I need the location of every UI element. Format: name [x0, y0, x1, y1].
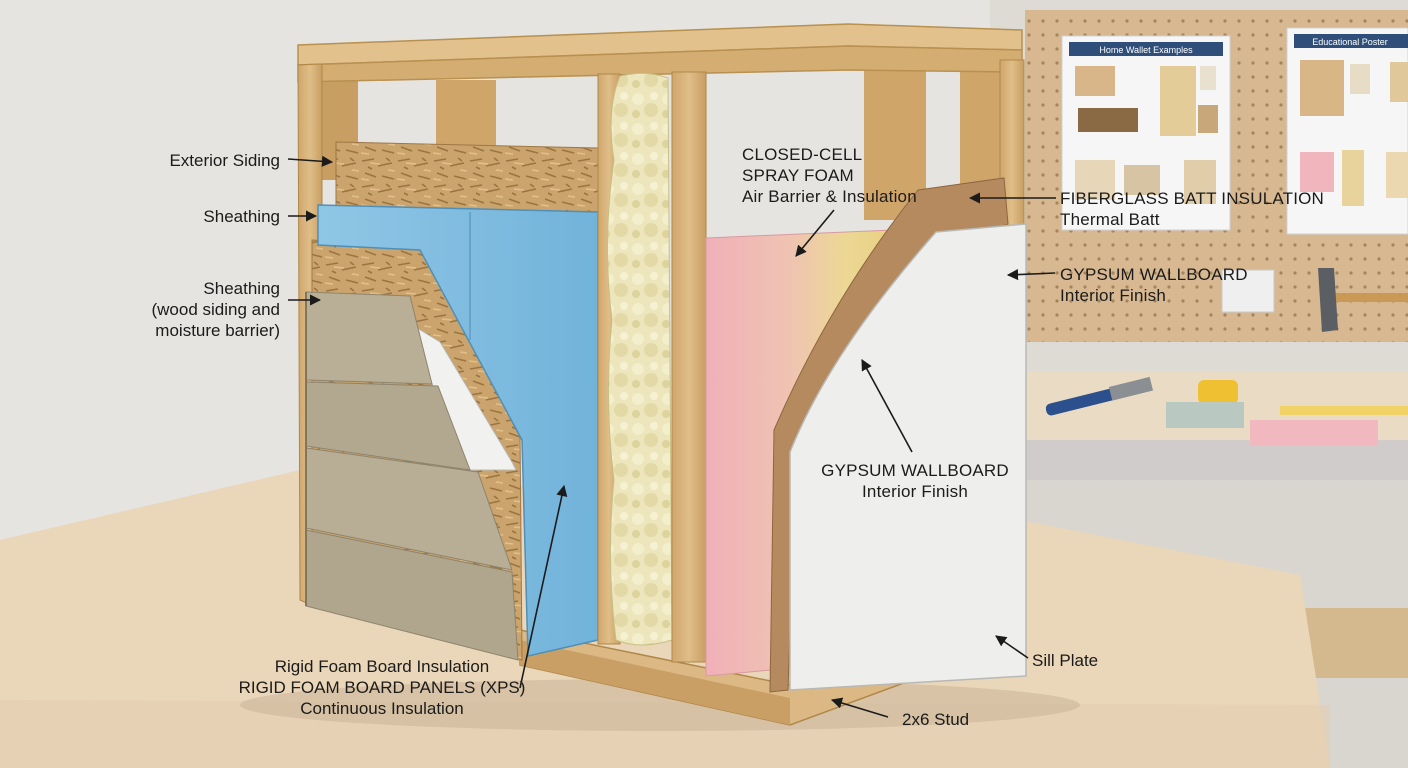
- gypsum-wallboard: [789, 223, 1027, 691]
- label-closed-cell-line3: Air Barrier & Insulation: [742, 187, 917, 206]
- label-gypsum-right-line2: Interior Finish: [1060, 286, 1166, 305]
- label-closed-cell-line2: SPRAY FOAM: [742, 166, 854, 185]
- label-gypsum-center-line2: Interior Finish: [862, 482, 968, 501]
- label-sheathing-detail-line3: moisture barrier): [155, 321, 280, 340]
- poster-left: Home Wallet Examples: [1061, 35, 1231, 231]
- label-sheathing-detail: Sheathing (wood siding and moisture barr…: [151, 278, 280, 341]
- leader-lines: [287, 155, 1056, 718]
- label-fiberglass-line2: Thermal Batt: [1060, 210, 1160, 229]
- label-rigid-foam-line3: Continuous Insulation: [300, 699, 464, 718]
- label-gypsum-right-line1: GYPSUM WALLBOARD: [1060, 265, 1248, 284]
- poster-left-title: Home Wallet Examples: [1099, 45, 1193, 55]
- label-sheathing-detail-line1: Sheathing: [203, 279, 280, 298]
- lap-siding: [305, 291, 519, 661]
- center-stud-right: [671, 71, 707, 663]
- label-rigid-foam-line1: Rigid Foam Board Insulation: [274, 657, 490, 676]
- label-sheathing-detail-line2: (wood siding and: [151, 300, 280, 319]
- label-gypsum-right: GYPSUM WALLBOARD Interior Finish: [1060, 264, 1248, 306]
- label-gypsum-center-line1: GYPSUM WALLBOARD: [821, 461, 1009, 480]
- label-sill-plate: Sill Plate: [1032, 651, 1099, 670]
- label-closed-cell-foam: CLOSED-CELL SPRAY FOAM Air Barrier & Ins…: [742, 144, 917, 207]
- osb-sheathing-upper: [335, 141, 599, 216]
- hammer-on-pegboard-icon: [1318, 268, 1408, 332]
- sill-plate-front: [520, 640, 790, 725]
- label-exterior-siding: Exterior Siding: [169, 151, 280, 170]
- pegboard-box: [1221, 269, 1275, 313]
- poster-right-title: Educational Poster: [1312, 37, 1388, 47]
- label-rigid-foam: Rigid Foam Board Insulation RIGID FOAM B…: [232, 656, 532, 719]
- workbench-apron: [1025, 440, 1408, 480]
- label-closed-cell-line1: CLOSED-CELL: [742, 145, 863, 164]
- label-fiberglass-line1: FIBERGLASS BATT INSULATION: [1060, 189, 1325, 208]
- closed-cell-spray-foam: [606, 72, 673, 646]
- label-sheathing: Sheathing: [203, 207, 280, 226]
- poster-right: Educational Poster: [1286, 27, 1408, 235]
- back-stud-2: [436, 80, 496, 150]
- label-gypsum-center: GYPSUM WALLBOARD Interior Finish: [820, 460, 1010, 502]
- tools-on-bench: [1030, 376, 1408, 678]
- label-fiberglass-batt: FIBERGLASS BATT INSULATION Thermal Batt: [1060, 188, 1324, 230]
- label-2x6-stud: 2x6 Stud: [902, 710, 970, 729]
- label-rigid-foam-line2: RIGID FOAM BOARD PANELS (XPS): [238, 678, 526, 697]
